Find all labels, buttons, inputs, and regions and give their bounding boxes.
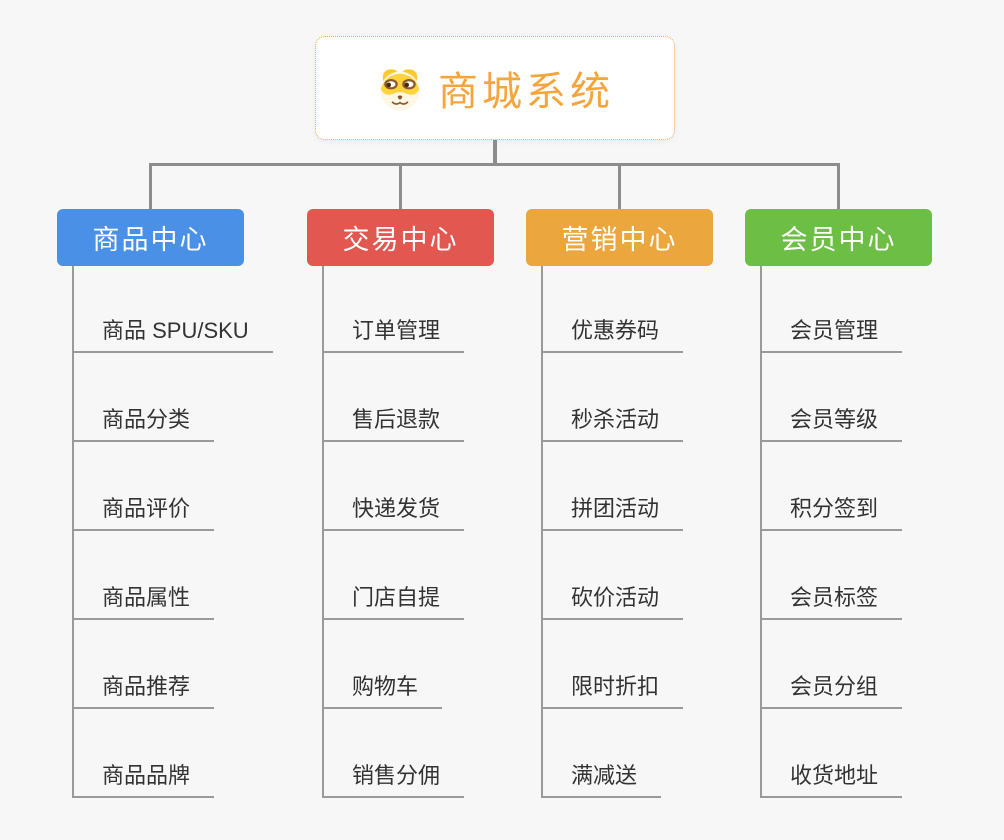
leaf-node-coupon-code[interactable]: 优惠券码 (541, 307, 684, 353)
leaf-node-goods-recommend[interactable]: 商品推荐 (72, 663, 215, 709)
branch-node-marketing-center[interactable]: 营销中心 (526, 209, 713, 266)
leaf-node-flash-sale[interactable]: 秒杀活动 (541, 396, 684, 442)
leaf-node-order-management[interactable]: 订单管理 (322, 307, 465, 353)
branch-trunk-line (760, 266, 762, 798)
branch-trunk-line (541, 266, 543, 798)
branch-column-marketing: 营销中心 优惠券码 秒杀活动 拼团活动 砍价活动 限时折扣 满减送 (526, 209, 786, 798)
leaf-node-group-buy[interactable]: 拼团活动 (541, 485, 684, 531)
leaf-node-full-reduction[interactable]: 满减送 (541, 752, 662, 798)
branch-node-goods-center[interactable]: 商品中心 (57, 209, 244, 266)
leaf-node-aftersale-refund[interactable]: 售后退款 (322, 396, 465, 442)
leaf-node-goods-review[interactable]: 商品评价 (72, 485, 215, 531)
leaf-node-goods-attribute[interactable]: 商品属性 (72, 574, 215, 620)
leaf-node-member-group[interactable]: 会员分组 (760, 663, 903, 709)
branch-trunk-line (322, 266, 324, 798)
connector-drop-goods (149, 164, 152, 209)
leaf-node-express-delivery[interactable]: 快递发货 (322, 485, 465, 531)
root-node-label: 商城系统 (438, 70, 614, 114)
leaf-node-bargain-activity[interactable]: 砍价活动 (541, 574, 684, 620)
branch-column-trade: 交易中心 订单管理 售后退款 快递发货 门店自提 购物车 销售分佣 (307, 209, 567, 798)
leaf-node-points-checkin[interactable]: 积分签到 (760, 485, 903, 531)
leaf-node-goods-spu-sku[interactable]: 商品 SPU/SKU (72, 307, 273, 353)
branch-column-goods: 商品中心 商品 SPU/SKU 商品分类 商品评价 商品属性 商品推荐 商品品牌 (57, 209, 317, 798)
connector-drop-trade (399, 164, 402, 209)
leaf-node-member-tag[interactable]: 会员标签 (760, 574, 903, 620)
leaf-node-member-management[interactable]: 会员管理 (760, 307, 903, 353)
connector-root-drop (493, 140, 497, 164)
leaf-node-shopping-cart[interactable]: 购物车 (322, 663, 443, 709)
leaf-node-member-level[interactable]: 会员等级 (760, 396, 903, 442)
branch-node-trade-center[interactable]: 交易中心 (307, 209, 494, 266)
connector-horizontal (149, 163, 840, 166)
root-node-mall-system[interactable]: 商城系统 (315, 36, 675, 140)
leaf-node-goods-category[interactable]: 商品分类 (72, 396, 215, 442)
dog-face-icon (380, 69, 420, 111)
branch-node-member-center[interactable]: 会员中心 (745, 209, 932, 266)
leaf-node-sales-commission[interactable]: 销售分佣 (322, 752, 465, 798)
leaf-node-limited-time-discount[interactable]: 限时折扣 (541, 663, 684, 709)
leaf-node-store-pickup[interactable]: 门店自提 (322, 574, 465, 620)
connector-drop-marketing (618, 164, 621, 209)
branch-trunk-line (72, 266, 74, 798)
leaf-node-goods-brand[interactable]: 商品品牌 (72, 752, 215, 798)
leaf-node-shipping-address[interactable]: 收货地址 (760, 752, 903, 798)
branch-column-member: 会员中心 会员管理 会员等级 积分签到 会员标签 会员分组 收货地址 (745, 209, 1004, 798)
connector-drop-member (837, 164, 840, 209)
